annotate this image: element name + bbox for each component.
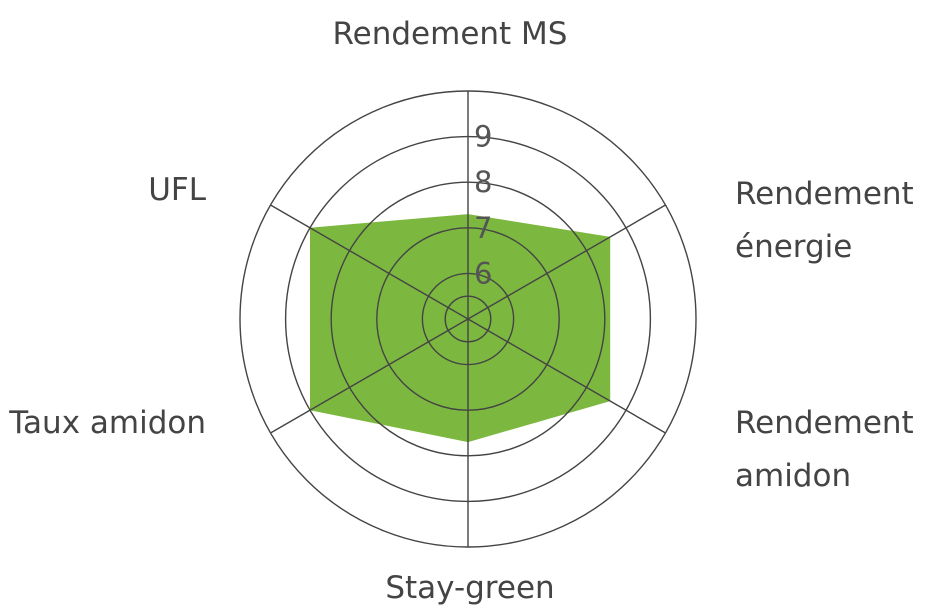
axis-label-4: Taux amidon [8, 405, 206, 441]
axis-label-0: Rendement MS [333, 16, 568, 52]
axis-label-5: UFL [148, 172, 207, 208]
axis-label-0-line-0: Rendement MS [333, 16, 568, 52]
tick-label-8: 8 [474, 165, 492, 199]
axis-label-5-line-0: UFL [148, 172, 207, 208]
axis-label-2: Rendement amidon [735, 405, 914, 494]
axis-label-1-line-1: énergie [735, 229, 852, 265]
grid-layer [239, 90, 697, 548]
series-area-0 [310, 214, 611, 443]
axis-spoke-1 [467, 204, 666, 320]
axis-label-1: Rendement énergie [735, 176, 914, 265]
axis-spoke-4 [270, 318, 469, 434]
axis-label-4-line-0: Taux amidon [8, 405, 206, 441]
axis-spoke-5 [270, 204, 469, 320]
tick-label-6: 6 [474, 256, 492, 290]
axis-label-2-line-0: Rendement [735, 405, 914, 441]
axis-spoke-2 [467, 318, 666, 434]
data-layer [310, 214, 611, 443]
axis-label-3-line-0: Stay-green [385, 570, 554, 606]
axis-label-3: Stay-green [385, 570, 554, 606]
tick-label-9: 9 [474, 120, 492, 154]
tick-label-7: 7 [474, 211, 492, 245]
axis-label-1-line-0: Rendement [735, 176, 914, 212]
axis-label-2-line-1: amidon [735, 458, 851, 494]
